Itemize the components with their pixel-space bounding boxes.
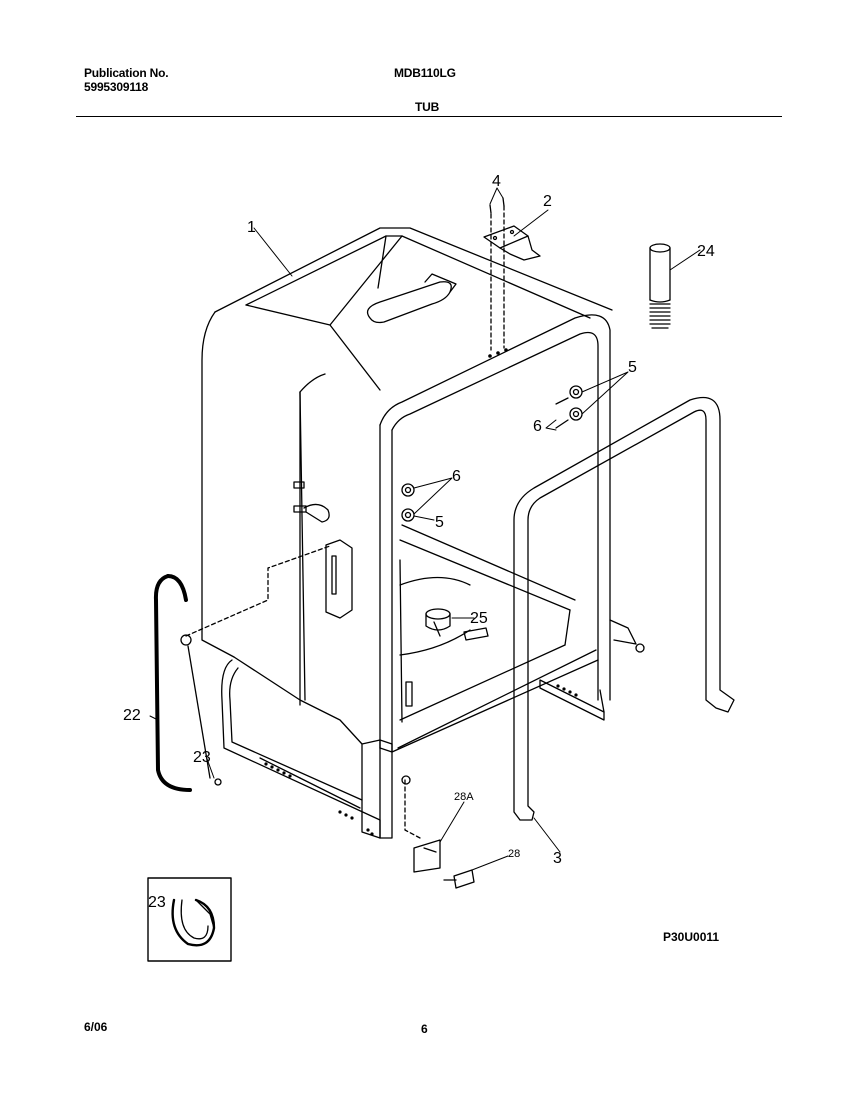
- callout-28: 28: [508, 848, 520, 860]
- callout-4: 4: [492, 173, 501, 190]
- fasteners-right: [555, 385, 583, 429]
- callout-3: 3: [553, 850, 562, 867]
- callout-25: 25: [470, 610, 488, 627]
- inset-clamp-detail: [147, 877, 232, 962]
- callout-1: 1: [247, 219, 256, 236]
- door-gasket-part-3: [513, 396, 735, 821]
- callout-6-right: 6: [533, 418, 542, 435]
- callout-23: 23: [193, 749, 211, 766]
- callout-6-left: 6: [452, 468, 461, 485]
- callout-2: 2: [543, 193, 552, 210]
- model-number: MDB110LG: [394, 66, 456, 80]
- publication-label: Publication No.: [84, 66, 169, 80]
- callout-5-left: 5: [435, 514, 444, 531]
- footer-page-number: 6: [421, 1022, 428, 1036]
- footer-date: 6/06: [84, 1020, 108, 1034]
- clamp-part-23: [214, 778, 222, 786]
- publication-number: 5995309118: [84, 80, 149, 94]
- part-25: [405, 608, 489, 707]
- switch-part-28: [413, 839, 475, 889]
- tub-body: [201, 227, 637, 839]
- reference-code: P30U0011: [663, 930, 719, 944]
- callout-23-inset: 23: [148, 894, 166, 911]
- bracket-part-2: [483, 225, 541, 261]
- callout-24: 24: [697, 243, 715, 260]
- part-24: [649, 243, 671, 329]
- callout-28a: 28A: [454, 791, 474, 803]
- callout-5-right: 5: [628, 359, 637, 376]
- section-title: TUB: [415, 100, 440, 114]
- callout-22: 22: [123, 707, 141, 724]
- screws-part-4: [489, 197, 505, 214]
- fasteners-left: [401, 483, 415, 522]
- hose-part-22: [153, 574, 211, 792]
- header-rule: [76, 116, 782, 117]
